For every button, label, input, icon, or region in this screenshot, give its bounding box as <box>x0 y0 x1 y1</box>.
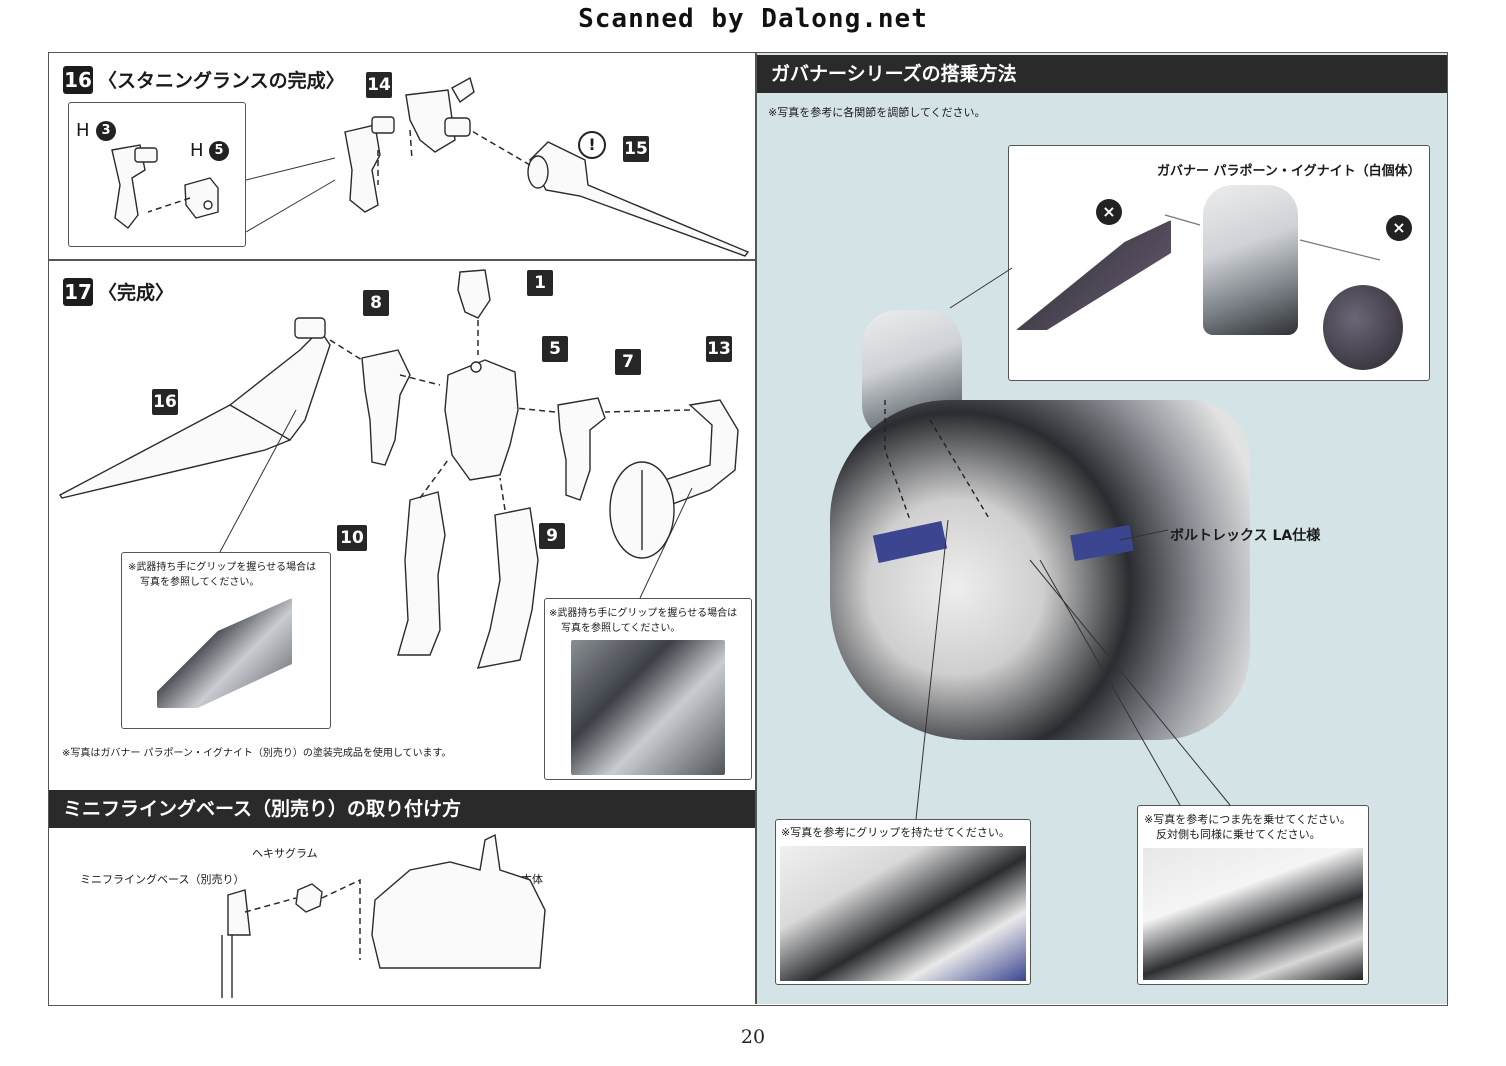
detail-foot-text: ※写真を参考につま先を乗せてください。 反対側も同様に乗せてください。 <box>1144 813 1351 841</box>
lance-15-drawing <box>527 141 750 257</box>
voltrex-label: ボルトレックス LA仕様 <box>1170 528 1321 544</box>
shield-arm-photo <box>1323 285 1403 370</box>
detail-foot-photo <box>1143 848 1363 980</box>
grip-note-right-text: ※武器持ち手にグリップを握らせる場合は 写真を参照してください。 <box>549 608 738 634</box>
h5-label: H <box>190 140 204 161</box>
part-15-badge: 15 <box>623 136 649 162</box>
part-7-drawing <box>557 397 606 501</box>
governor-inset-label: ガバナー パラポーン・イグナイト（白個体） <box>1157 164 1421 179</box>
column-divider <box>755 53 757 1004</box>
part-10-badge: 10 <box>337 525 367 551</box>
page-number: 20 <box>740 1026 766 1048</box>
governor-subtitle: ※写真を参考に各関節を調節してください。 <box>768 106 986 119</box>
part-8-drawing <box>361 349 411 466</box>
mini-base-body-drawing <box>371 833 546 969</box>
arm-14-drawing <box>344 76 475 213</box>
part-1-badge: 1 <box>527 270 553 296</box>
part-10-drawing <box>397 491 446 656</box>
shield-drawing <box>609 461 675 559</box>
callout-lines <box>219 157 1231 820</box>
h3-part-drawing <box>111 144 158 229</box>
step17-number: 17 <box>63 278 93 306</box>
step16-title: 〈スタニングランスの完成〉 <box>98 70 345 92</box>
part-5-badge: 5 <box>542 336 568 362</box>
mini-base-title: ミニフライングベース（別売り）の取り付け方 <box>49 790 755 828</box>
watermark: Scanned by Dalong.net <box>578 4 928 34</box>
hexagram-label: ヘキサグラム <box>252 847 318 860</box>
step16-divider <box>49 259 755 261</box>
mini-base-drawing <box>221 889 251 998</box>
part-7-badge: 7 <box>615 349 641 375</box>
h3-label: H <box>76 120 90 141</box>
detail-grip-text: ※写真を参考にグリップを持たせてください。 <box>781 826 1010 839</box>
caution-icon: ! <box>578 131 606 159</box>
no-arm-icon-right: × <box>1386 215 1412 241</box>
part-9-badge: 9 <box>539 523 565 549</box>
governor-arrows <box>1164 214 1381 261</box>
h5-number: 5 <box>209 141 229 161</box>
voltrex-bike-photo <box>830 400 1250 740</box>
h5-part-drawing <box>184 177 219 219</box>
governor-figure-photo <box>1203 185 1298 335</box>
rider-guides <box>884 400 991 521</box>
grip-note-left-text: ※武器持ち手にグリップを握らせる場合は 写真を参照してください。 <box>128 562 317 588</box>
assembly-guides <box>147 129 691 960</box>
lance-16-drawing <box>58 317 331 499</box>
grip-photo-right <box>571 640 725 775</box>
page-frame <box>48 52 1448 1006</box>
no-arm-icon-left: × <box>1096 199 1122 225</box>
step17-title: 〈完成〉 <box>98 282 175 304</box>
part-9-drawing <box>476 507 539 669</box>
part-14-badge: 14 <box>366 72 392 98</box>
torso-5-drawing <box>444 359 519 481</box>
h3-number: 3 <box>96 121 116 141</box>
step17-footnote: ※写真はガバナー パラポーン・イグナイト（別売り）の塗装完成品を使用しています。 <box>62 748 452 759</box>
part-1-drawing <box>457 269 491 319</box>
mini-base-label: ミニフライングベース（別売り） <box>80 873 245 886</box>
detail-grip-photo <box>780 846 1026 981</box>
step16-number: 16 <box>63 66 93 94</box>
part-8-badge: 8 <box>363 290 389 316</box>
governor-title: ガバナーシリーズの搭乗方法 <box>757 55 1447 93</box>
part-16-badge: 16 <box>152 389 178 415</box>
part-13-badge: 13 <box>706 336 732 362</box>
hexagram-drawing <box>295 883 323 913</box>
